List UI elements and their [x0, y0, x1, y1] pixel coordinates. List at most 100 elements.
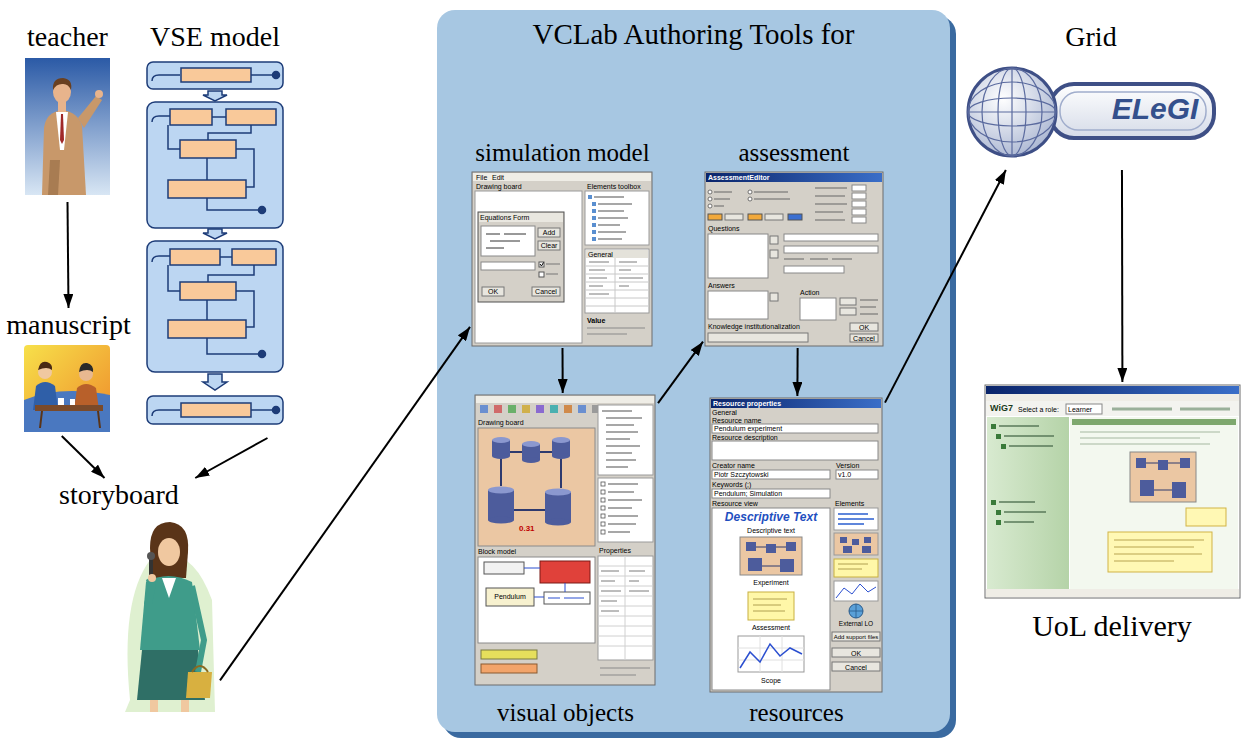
vse-model-diagram	[251, 74, 273, 76]
visual-objects-screenshot	[601, 482, 605, 534]
visual-objects-screenshot	[601, 498, 605, 502]
resource-properties-screenshot	[753, 599, 787, 611]
simulation-model-screenshot	[588, 195, 592, 199]
node-label: VSE model	[150, 22, 280, 53]
vse-model-diagram	[181, 403, 251, 417]
simulation-model-screenshot	[475, 191, 582, 343]
elegi-grid-logo	[968, 68, 1214, 156]
visual-objects-screenshot	[501, 452, 561, 510]
resource-properties-screenshot	[834, 533, 878, 555]
manuscript-clipart	[24, 345, 110, 432]
assessment-editor-screenshot	[800, 298, 836, 320]
flow-arrow	[562, 348, 564, 393]
screen-text: General	[588, 251, 613, 258]
vse-model-diagram	[168, 257, 254, 327]
resource-properties-screenshot	[838, 514, 874, 524]
vse-model-diagram	[168, 117, 254, 187]
vse-model-diagram	[180, 282, 236, 300]
vse-model-diagram	[180, 140, 236, 158]
simulation-model-screenshot	[588, 195, 596, 241]
teacher-clipart	[25, 58, 110, 195]
uol-delivery-screenshot	[985, 385, 1240, 598]
assessment-editor-screenshot	[850, 334, 878, 342]
assessment-editor-screenshot	[770, 236, 778, 244]
simulation-model-screenshot	[546, 264, 560, 274]
uol-delivery-screenshot	[991, 500, 996, 505]
uol-delivery-screenshot	[1001, 444, 1006, 449]
visual-objects-screenshot	[601, 571, 649, 611]
node-label: manuscript	[6, 310, 130, 341]
visual-objects-screenshot	[550, 405, 558, 413]
teacher-clipart	[25, 58, 110, 195]
simulation-model-screenshot	[538, 228, 560, 237]
screen-text: Add	[543, 229, 555, 236]
simulation-model-screenshot	[585, 249, 649, 313]
vse-model-diagram	[259, 351, 266, 358]
resource-properties-screenshot	[738, 636, 804, 672]
vse-model-diagram	[152, 410, 180, 416]
visual-objects-screenshot	[476, 396, 654, 403]
visual-objects-screenshot	[480, 405, 600, 413]
uol-delivery-screenshot	[1066, 404, 1102, 414]
visual-objects-screenshot	[545, 489, 571, 496]
document-figure: manuscript	[1, 308, 136, 436]
vse-model-diagram	[207, 338, 259, 354]
uol-delivery-screenshot	[1136, 458, 1190, 498]
screen-text: Assessment	[752, 624, 790, 631]
teacher-clipart	[95, 90, 103, 98]
vse-model-diagram	[147, 62, 283, 89]
node-label: teacher	[27, 22, 108, 53]
vse-model-diagram	[203, 374, 227, 390]
uol-delivery-screenshot	[1186, 508, 1226, 526]
vse-model-diagram	[207, 198, 259, 210]
uol-delivery-screenshot	[991, 424, 996, 429]
resource-properties-screenshot	[712, 441, 878, 460]
vse-model-diagram	[181, 68, 251, 82]
visual-objects-screenshot	[598, 556, 653, 660]
assessment-editor-screenshot	[770, 293, 778, 301]
visual-objects-screenshot	[481, 650, 537, 659]
uol-delivery-screenshot	[1180, 458, 1190, 468]
elegi-grid-logo	[968, 68, 1056, 156]
simulation-model-screenshot	[594, 197, 632, 239]
uol-delivery-screenshot	[1158, 460, 1168, 470]
screen-text: Resource description	[712, 434, 778, 441]
uol-delivery-screenshot	[1114, 540, 1204, 561]
assessment-editor-screenshot	[708, 234, 768, 278]
screen-text: Pendulum experiment	[714, 425, 782, 432]
resource-properties-screenshot	[849, 604, 863, 618]
screen-text: Elements toolbox	[587, 183, 641, 190]
simulation-model-screenshot	[592, 230, 596, 234]
vse-model-diagram	[147, 62, 283, 424]
resource-properties-screenshot	[710, 398, 882, 692]
screen-text: Creator name	[712, 462, 755, 469]
storyboard-clipart	[125, 522, 215, 712]
assessment-editor-screenshot	[705, 172, 883, 346]
screen-text: Keywords (;)	[712, 481, 751, 488]
resource-properties-screenshot	[840, 537, 871, 553]
screen-text: OK	[851, 650, 861, 657]
uol-delivery-screenshot	[1108, 532, 1212, 572]
storyboard-clipart	[150, 700, 158, 712]
screen-text: Add support files	[834, 634, 879, 640]
visual-objects-screenshot	[601, 490, 605, 494]
screen-text: Knowledge institutionalization	[708, 323, 800, 330]
visual-objects-screenshot	[475, 395, 655, 685]
resource-properties-screenshot	[756, 547, 786, 566]
vse-model-diagram	[203, 91, 227, 101]
simulation-model-screenshot	[592, 237, 596, 241]
screen-text: ELeGI	[1112, 94, 1199, 124]
visual-objects-screenshot	[544, 592, 590, 604]
resource-properties-screenshot	[862, 546, 871, 553]
flow-arrow	[195, 438, 267, 478]
screen-text: WiG7	[990, 404, 1013, 413]
visual-objects-screenshot	[481, 664, 537, 673]
screen-text: General	[712, 409, 737, 416]
teacher-clipart	[48, 160, 60, 195]
visual-objects-screenshot	[601, 522, 605, 526]
screen-text: Descriptive text	[747, 527, 795, 534]
vse-model-diagram	[226, 109, 276, 125]
uol-delivery-screenshot	[991, 424, 1006, 525]
simulation-model-screenshot	[540, 263, 544, 267]
